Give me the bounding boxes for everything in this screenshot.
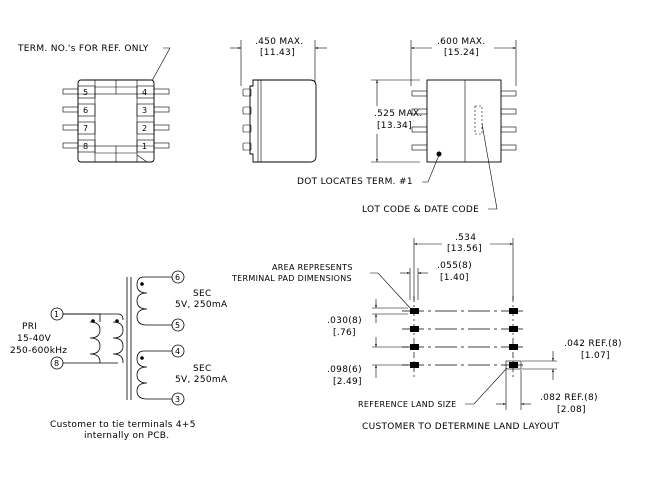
pin1-dot	[436, 151, 442, 157]
front-body-outline	[426, 79, 502, 163]
land-footer: CUSTOMER TO DETERMINE LAND LAYOUT	[362, 422, 560, 432]
terminal-1-label: 1	[142, 142, 147, 151]
pad-h-in: .030(8)	[327, 316, 362, 326]
pad-h-mm: [.76]	[333, 328, 356, 338]
pad-note-line1: AREA REPRESENTS	[272, 263, 353, 272]
ref-land-note: REFERENCE LAND SIZE	[358, 400, 457, 409]
front-width-mm: [15.24]	[444, 48, 479, 58]
tie-note-line1: Customer to tie terminals 4+5	[50, 420, 196, 430]
secondary-coil-2	[136, 350, 172, 400]
land-h-in: .042 REF.(8)	[564, 339, 622, 349]
pin-6-label: 6	[175, 273, 180, 282]
side-width-in: .450 MAX.	[255, 37, 304, 47]
terminal-2-label: 2	[142, 124, 147, 133]
top-view: TERM. NO.'s FOR REF. ONLY 5 6 7 8	[17, 44, 171, 163]
land-w-mm: [2.08]	[557, 405, 586, 415]
front-height-in: .525 MAX.	[374, 109, 423, 119]
terminal-4-label: 4	[142, 88, 147, 97]
front-view: .600 MAX. [15.24] .525 MAX. [13.34] DOT …	[297, 37, 517, 215]
span-mm: [13.56]	[447, 244, 482, 254]
terminal-8-label: 8	[83, 142, 88, 151]
front-width-in: .600 MAX.	[437, 37, 486, 47]
secondary-coil-1	[136, 276, 172, 326]
lot-code-area	[474, 105, 483, 135]
pin-3-label: 3	[175, 395, 180, 404]
sec1-rating: 5V, 250mA	[175, 300, 228, 310]
pri-voltage: 15-40V	[17, 334, 52, 344]
pin-4-label: 4	[175, 347, 180, 356]
side-body-outline	[249, 79, 317, 163]
top-right-terminals: 4 3 2 1	[136, 85, 170, 153]
land-layout: AREA REPRESENTS TERMINAL PAD DIMENSIONS …	[231, 233, 622, 432]
transformer-core	[126, 277, 132, 400]
terminal-5-label: 5	[83, 88, 88, 97]
top-left-terminals: 5 6 7 8	[62, 85, 96, 153]
land-h-mm: [1.07]	[581, 351, 610, 361]
pin-5-label: 5	[175, 321, 180, 330]
pad-w-in: .055(8)	[437, 261, 472, 271]
sec2-label: SEC	[193, 364, 212, 374]
term-ref-leader	[147, 47, 171, 89]
pad-note-line2: TERMINAL PAD DIMENSIONS	[231, 274, 352, 283]
pin-1-label: 1	[54, 310, 59, 319]
pri-frequency: 250-600kHz	[10, 346, 67, 356]
span-in: .534	[455, 233, 476, 243]
pin-8-label: 8	[54, 359, 59, 368]
terminal-6-label: 6	[83, 106, 88, 115]
pad-w-mm: [1.40]	[440, 273, 469, 283]
terminal-3-label: 3	[142, 106, 147, 115]
dot-note: DOT LOCATES TERM. #1	[297, 177, 413, 187]
term-ref-note: TERM. NO.'s FOR REF. ONLY	[17, 44, 149, 54]
land-w-in: .082 REF.(8)	[540, 393, 598, 403]
primary-coil-1	[89, 321, 101, 363]
terminal-7-label: 7	[83, 124, 88, 133]
sec1-label: SEC	[193, 289, 212, 299]
reference-land-outline	[505, 360, 522, 370]
schematic: 1 8 PRI 15-40V 250-600kHz 6 5 SEC 5V, 25…	[10, 270, 228, 441]
tie-note-line2: internally on PCB.	[84, 431, 169, 441]
front-height-mm: [13.34]	[377, 121, 412, 131]
pitch-in: .098(6)	[327, 365, 362, 375]
pri-label: PRI	[22, 322, 37, 332]
pitch-mm: [2.49]	[333, 377, 362, 387]
sec2-rating: 5V, 250mA	[175, 375, 228, 385]
side-width-mm: [11.43]	[260, 48, 295, 58]
land-pads	[410, 308, 522, 370]
side-view: .450 MAX. [11.43]	[230, 37, 327, 163]
primary-coil-2	[112, 321, 124, 363]
lot-code-note: LOT CODE & DATE CODE	[362, 205, 479, 215]
